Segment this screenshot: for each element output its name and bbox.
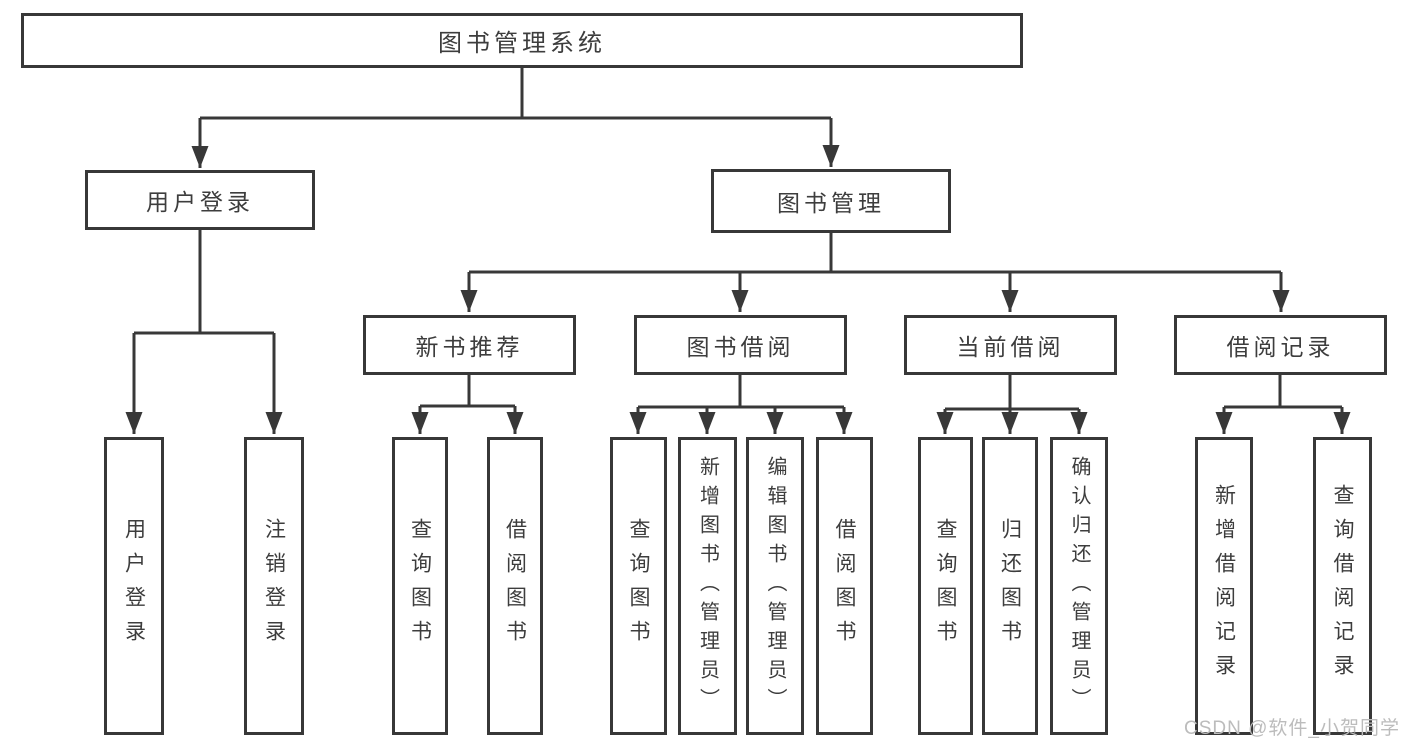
leaf-label: 查询借阅记录 [1331, 484, 1354, 688]
leaf-logout: 注销登录 [244, 437, 304, 735]
leaf-current-confirm-return-admin: 确认归还（管理员） [1050, 437, 1108, 735]
leaf-label: 新增借阅记录 [1212, 484, 1236, 688]
node-current-borrowing: 当前借阅 [904, 315, 1117, 375]
node-book-management: 图书管理 [711, 169, 951, 233]
node-new-book-recommendation: 新书推荐 [363, 315, 576, 375]
node-book-borrowing: 图书借阅 [634, 315, 847, 375]
leaf-label: 借阅图书 [833, 518, 856, 654]
leaf-borrow-add-books-admin: 新增图书（管理员） [678, 437, 737, 735]
csdn-watermark: CSDN @软件_小贺同学 [1184, 718, 1400, 739]
leaf-newrec-borrow-books: 借阅图书 [487, 437, 543, 735]
leaf-current-return-books: 归还图书 [982, 437, 1038, 735]
leaf-label: 查询图书 [934, 518, 957, 654]
leaf-label: 查询图书 [627, 518, 650, 654]
leaf-current-query-books: 查询图书 [918, 437, 973, 735]
leaf-label: 注销登录 [262, 518, 286, 654]
leaf-label: 用户登录 [122, 518, 146, 654]
leaf-borrow-query-books: 查询图书 [610, 437, 667, 735]
leaf-label: 新增图书（管理员） [696, 455, 719, 717]
node-library-management-system: 图书管理系统 [21, 13, 1023, 68]
leaf-label: 编辑图书（管理员） [764, 455, 786, 717]
leaf-user-login: 用户登录 [104, 437, 164, 735]
leaf-borrow-borrow-books: 借阅图书 [816, 437, 873, 735]
leaf-newrec-query-books: 查询图书 [392, 437, 448, 735]
leaf-label: 借阅图书 [503, 518, 527, 654]
leaf-label: 归还图书 [998, 518, 1022, 654]
leaf-records-add-borrow-record: 新增借阅记录 [1195, 437, 1253, 735]
node-user-login: 用户登录 [85, 170, 315, 230]
leaf-borrow-edit-books-admin: 编辑图书（管理员） [746, 437, 804, 735]
leaf-records-query-borrow-record: 查询借阅记录 [1313, 437, 1372, 735]
node-borrowing-records: 借阅记录 [1174, 315, 1387, 375]
leaf-label: 确认归还（管理员） [1068, 455, 1090, 717]
leaf-label: 查询图书 [408, 518, 432, 654]
